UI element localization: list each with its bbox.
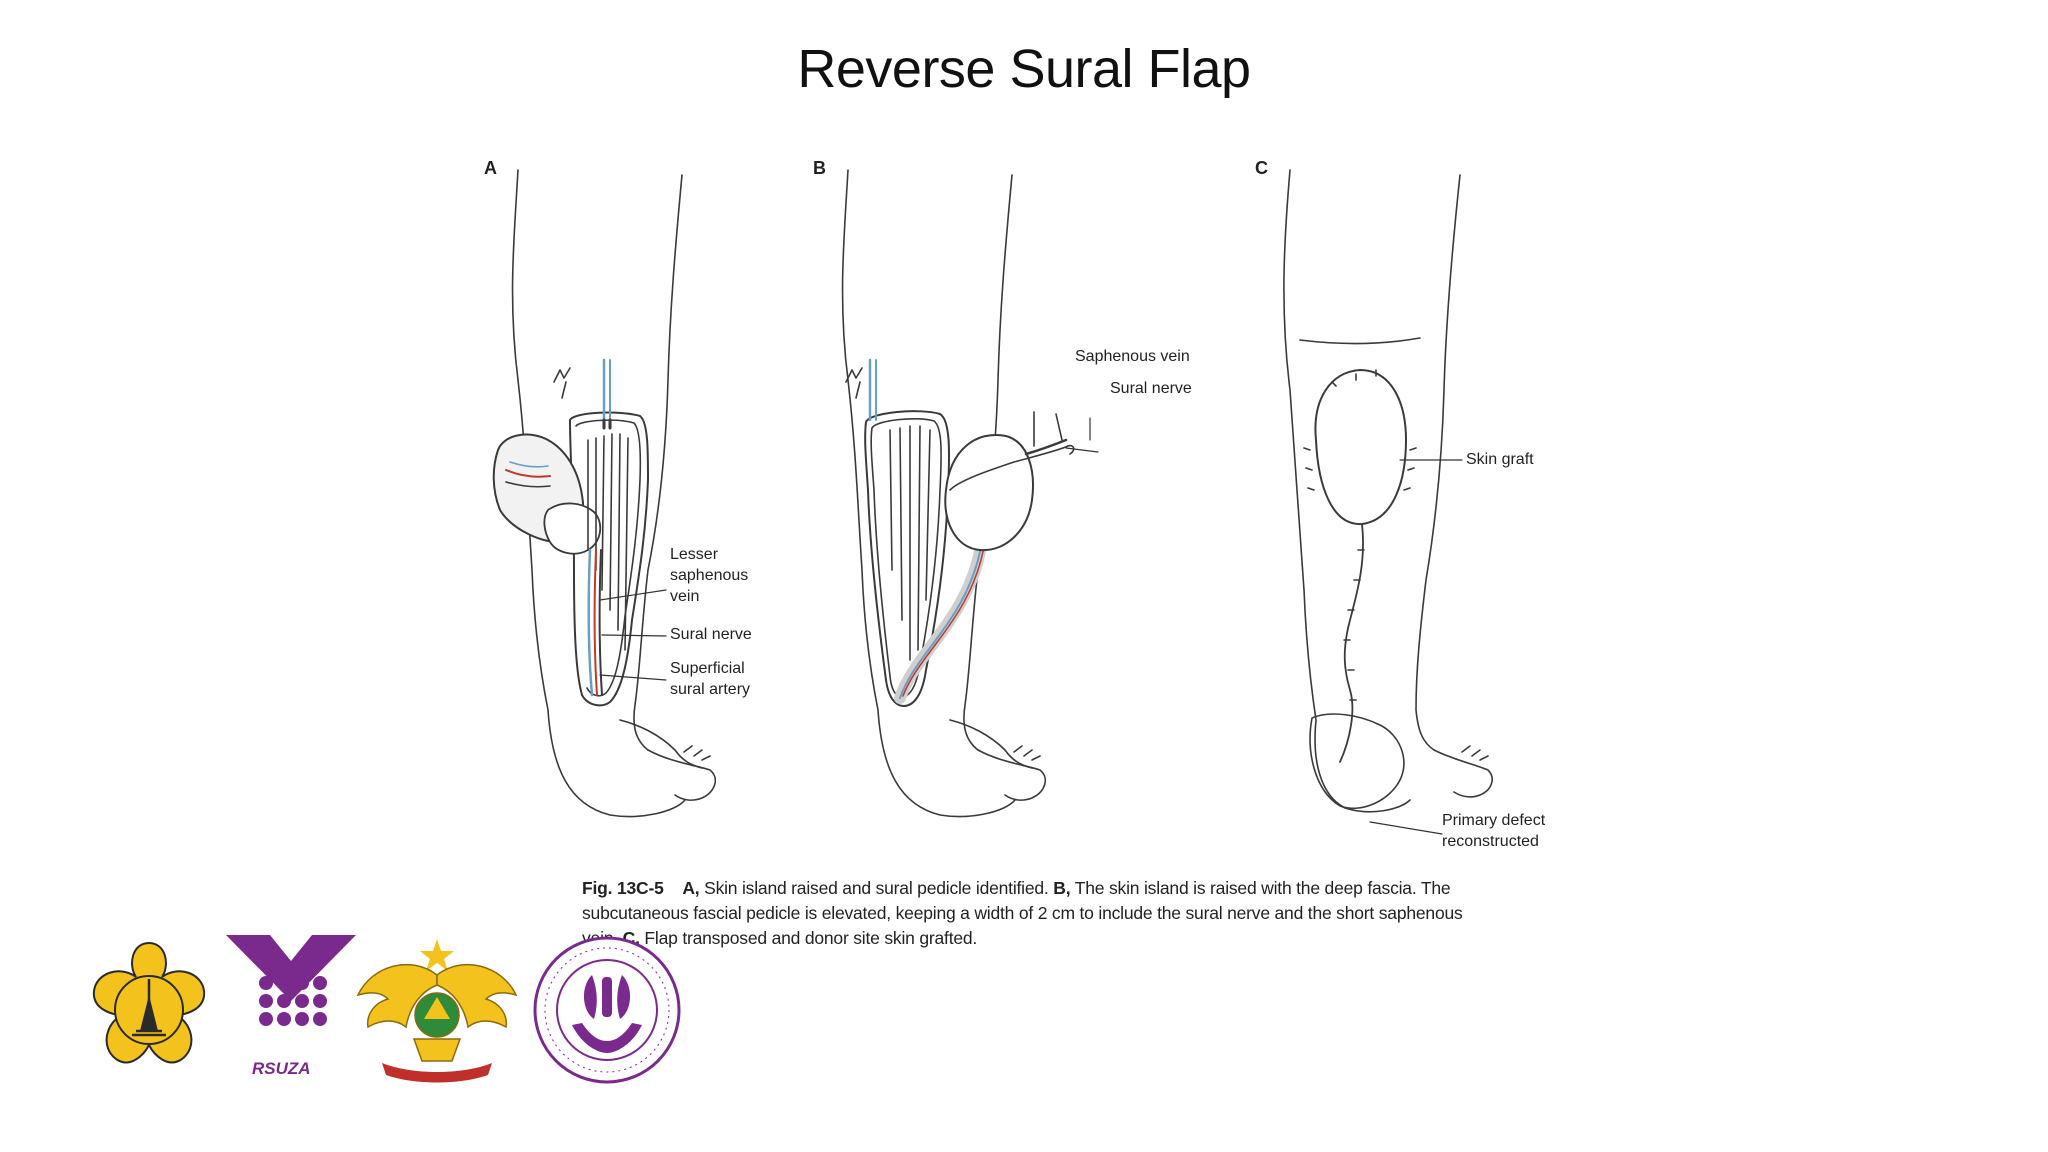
label-lesser-saphenous-vein: Lesser saphenous vein xyxy=(670,546,749,605)
leg-illustrations xyxy=(492,169,1493,835)
caption-a-text: Skin island raised and sural pedicle ide… xyxy=(704,878,1049,898)
sponsor-logos: RSUZA xyxy=(74,935,694,1095)
military-emblem-logo xyxy=(356,939,518,1083)
panel-b-leg-drawing xyxy=(841,169,1075,818)
rsuza-logo xyxy=(226,935,356,1026)
panel-c-leg-drawing xyxy=(1283,169,1493,813)
university-seal-logo xyxy=(92,941,206,1064)
label-sural-nerve-a: Sural nerve xyxy=(670,626,752,643)
caption-b-letter: B, xyxy=(1053,878,1071,898)
rsuza-logo-caption: RSUZA xyxy=(252,1059,311,1078)
panel-c-letter: C xyxy=(1255,158,1268,178)
label-saphenous-vein: Saphenous vein xyxy=(1075,348,1190,365)
caption-a-letter: A, xyxy=(682,878,700,898)
caption-b-text: The skin island is raised with the deep … xyxy=(582,878,1463,948)
label-superficial-sural-artery: Superficial sural artery xyxy=(670,660,751,698)
slide-title: Reverse Sural Flap xyxy=(797,39,1251,99)
leader-lines xyxy=(599,417,1463,835)
medical-figure: A B C Lesser saphenous vein Sural nerve … xyxy=(470,150,1610,870)
label-skin-graft: Skin graft xyxy=(1466,451,1534,468)
caption-c-text: Flap transposed and donor site skin graf… xyxy=(644,928,978,948)
perapi-logo xyxy=(533,936,681,1084)
panel-a-leg-drawing xyxy=(492,169,717,818)
panel-a-letter: A xyxy=(484,158,497,178)
label-primary-defect: Primary defect reconstructed xyxy=(1442,812,1546,850)
figure-caption: Fig. 13C-5 A, Skin island raised and sur… xyxy=(582,876,1482,951)
label-sural-nerve-b: Sural nerve xyxy=(1110,380,1192,397)
caption-figure-number: Fig. 13C-5 xyxy=(582,878,664,898)
panel-b-letter: B xyxy=(813,158,826,178)
